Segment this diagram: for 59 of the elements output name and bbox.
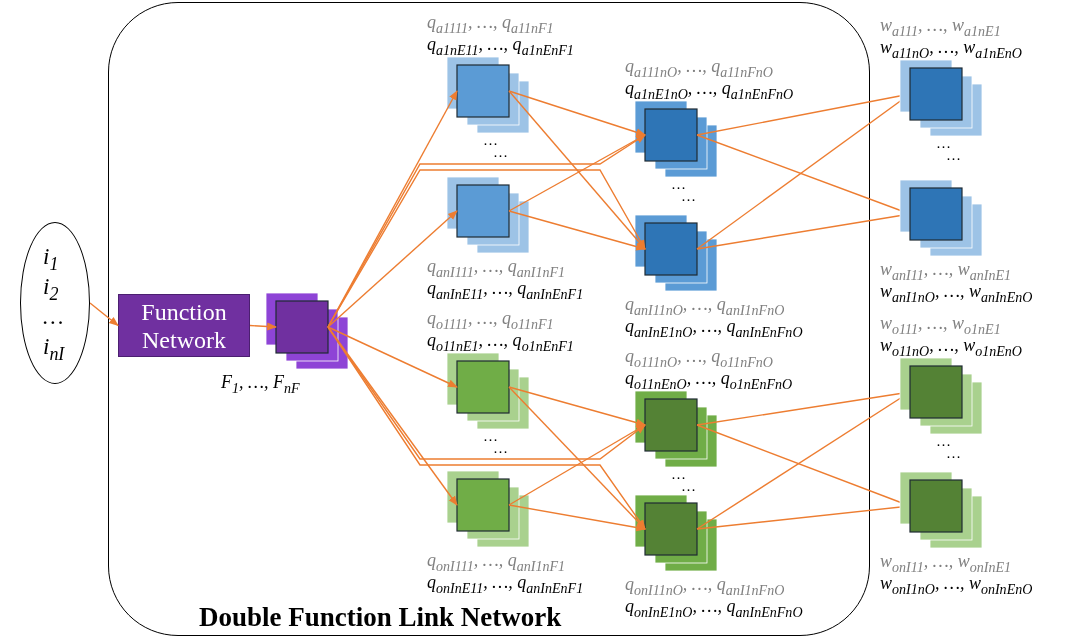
ellipsis: … bbox=[483, 134, 498, 146]
ellipsis: … bbox=[671, 468, 686, 480]
ellipsis: … bbox=[671, 178, 686, 190]
formula-label: q$_{o111nO}$, …, q$_{o11nFnO}$ bbox=[625, 345, 773, 367]
arrow bbox=[508, 386, 646, 530]
formula-label: q$_{onInE11}$, …, q$_{anInEnF1}$ bbox=[427, 571, 584, 593]
arrow bbox=[508, 424, 646, 506]
formula-label: q$_{a111nO}$, …, q$_{a11nFnO}$ bbox=[625, 55, 773, 77]
formula-label: w$_{onI1nO}$, …, w$_{onInEnO}$ bbox=[880, 572, 1033, 594]
process-box: Function Network bbox=[118, 294, 250, 357]
ellipsis: … bbox=[493, 442, 508, 454]
ellipsis: … bbox=[946, 149, 961, 161]
arrow bbox=[508, 210, 646, 251]
formula-label: q$_{o11nE1}$, …, q$_{o1nEnF1}$ bbox=[427, 329, 574, 351]
arrow bbox=[249, 322, 277, 331]
formula-label: w$_{anI11}$, …, w$_{anInE1}$ bbox=[880, 258, 1012, 280]
arrow bbox=[508, 90, 646, 136]
ellipsis: … bbox=[681, 480, 696, 492]
formula-label: q$_{anInE1nO}$, …, q$_{anInEnFnO}$ bbox=[625, 315, 803, 337]
formula-label: q$_{a1nE1nO}$, …, q$_{a1nEnFnO}$ bbox=[625, 77, 794, 99]
variable-label: … bbox=[43, 305, 64, 329]
arrow bbox=[508, 504, 646, 532]
group-title: Double Function Link Network bbox=[199, 602, 562, 633]
arrow bbox=[327, 326, 458, 388]
ellipsis: … bbox=[936, 137, 951, 149]
arrow bbox=[508, 386, 646, 427]
variable-label: i$_{1}$ bbox=[43, 245, 59, 269]
formula-label: w$_{a11nO}$, …, w$_{a1nEnO}$ bbox=[880, 36, 1022, 58]
variable-label: i$_{nI}$ bbox=[43, 335, 65, 359]
arrow bbox=[508, 90, 646, 250]
ellipsis: … bbox=[946, 447, 961, 459]
formula-label: F$_{1}$, …, F$_{nF}$ bbox=[221, 371, 300, 393]
formula-label: q$_{anInE11}$, …, q$_{anInEnF1}$ bbox=[427, 277, 584, 299]
arrow bbox=[327, 169, 646, 328]
arrow bbox=[327, 210, 458, 328]
formula-label: q$_{anI11nO}$, …, q$_{anI1nFnO}$ bbox=[625, 293, 785, 315]
ellipsis: … bbox=[493, 146, 508, 158]
ellipsis: … bbox=[936, 435, 951, 447]
formula-label: q$_{a1nE11}$, …, q$_{a1nEnF1}$ bbox=[427, 33, 574, 55]
formula-label: w$_{anI1nO}$, …, w$_{anInEnO}$ bbox=[880, 280, 1033, 302]
formula-label: q$_{onI111}$, …, q$_{anI1nF1}$ bbox=[427, 549, 565, 571]
formula-label: q$_{o11nEnO}$, …, q$_{o1nEnFnO}$ bbox=[625, 367, 793, 389]
arrow bbox=[508, 134, 646, 212]
formula-label: q$_{anI111}$, …, q$_{anI1nF1}$ bbox=[427, 255, 565, 277]
formula-label: w$_{onI11}$, …, w$_{onInE1}$ bbox=[880, 550, 1012, 572]
formula-label: w$_{a111}$, …, w$_{a1nE1}$ bbox=[880, 14, 1001, 36]
arrow bbox=[327, 326, 646, 530]
arrow bbox=[327, 326, 646, 460]
formula-label: q$_{a1111}$, …, q$_{a11nF1}$ bbox=[427, 11, 554, 33]
formula-label: q$_{onInE1nO}$, …, q$_{anInEnFnO}$ bbox=[625, 595, 803, 617]
variable-label: i$_{2}$ bbox=[43, 275, 59, 299]
formula-label: w$_{o11nO}$, …, w$_{o1nEnO}$ bbox=[880, 334, 1022, 356]
ellipsis: … bbox=[681, 190, 696, 202]
arrow bbox=[89, 302, 119, 327]
formula-label: w$_{o111}$, …, w$_{o1nE1}$ bbox=[880, 312, 1001, 334]
formula-label: q$_{onI11nO}$, …, q$_{anI1nFnO}$ bbox=[625, 573, 785, 595]
group-frame bbox=[108, 2, 870, 636]
ellipsis: … bbox=[483, 430, 498, 442]
formula-label: q$_{o1111}$, …, q$_{o11nF1}$ bbox=[427, 307, 554, 329]
